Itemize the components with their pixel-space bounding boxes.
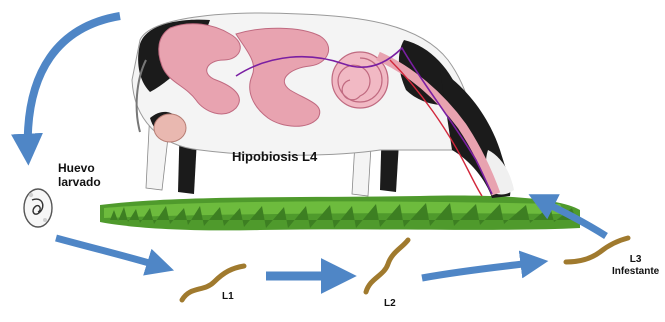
larvated-egg	[24, 189, 52, 227]
hypobiosis-label: Hipobiosis L4	[232, 150, 317, 165]
cow-illustration	[132, 13, 514, 198]
l1-larva	[182, 266, 244, 300]
egg-label: Huevo larvado	[58, 162, 101, 190]
arrow-l2-to-l3	[422, 262, 540, 278]
egg-label-line1: Huevo	[58, 162, 101, 176]
arrow-host-to-egg	[28, 16, 120, 156]
l3-label-line2: Infestante	[612, 266, 659, 278]
arrow-egg-to-l1	[56, 238, 166, 268]
l3-label-line1: L3	[612, 254, 659, 266]
l1-label: L1	[222, 291, 234, 303]
egg-label-line2: larvado	[58, 176, 101, 190]
grass	[100, 196, 580, 231]
l3-label: L3 Infestante	[612, 254, 659, 277]
l2-larva	[366, 240, 408, 292]
l2-label: L2	[384, 298, 396, 310]
